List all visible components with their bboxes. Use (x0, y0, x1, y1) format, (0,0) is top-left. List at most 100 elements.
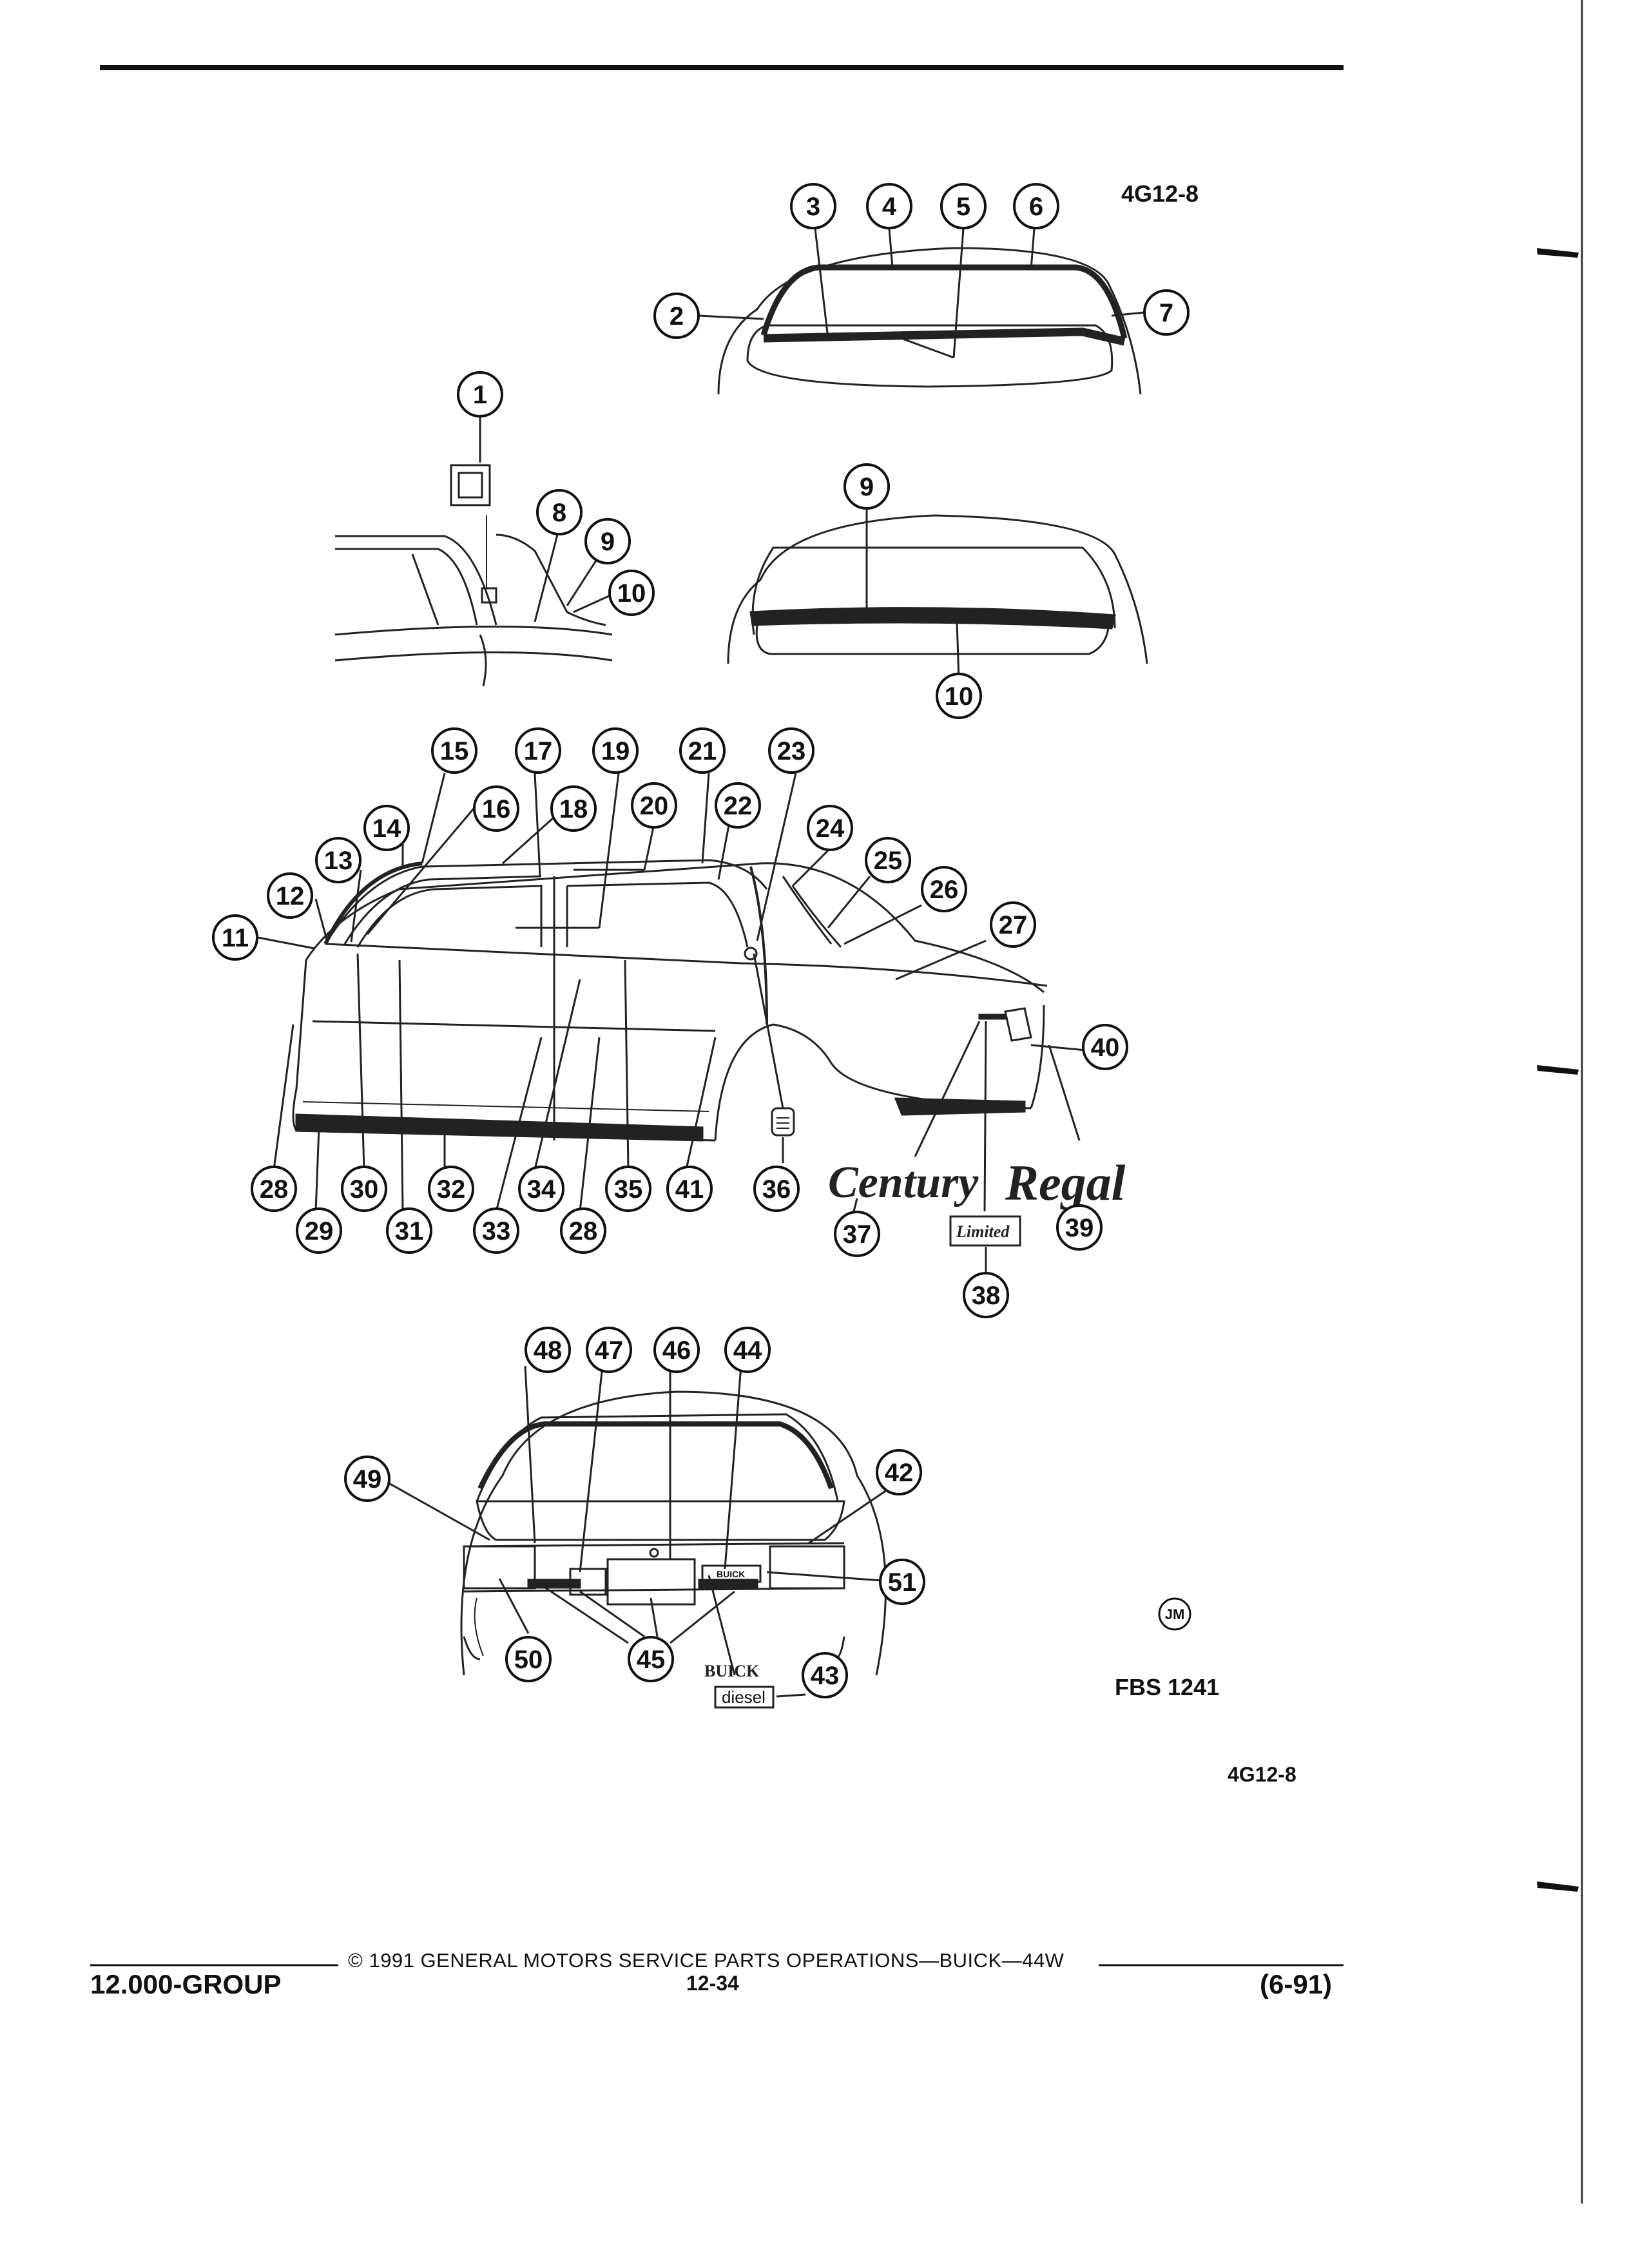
callout-47 (586, 1327, 632, 1373)
callout-23 (768, 727, 815, 774)
callout-number: 28 (260, 1175, 289, 1204)
callout-13 (315, 837, 361, 883)
callout-number: 43 (811, 1662, 840, 1690)
callout-11 (212, 914, 258, 961)
callout-38 (963, 1272, 1009, 1318)
callout-number: 35 (614, 1175, 643, 1204)
callout-51 (879, 1559, 925, 1605)
callout-number: 23 (777, 737, 806, 765)
callout-number: 29 (305, 1217, 334, 1245)
callout-22 (715, 782, 761, 829)
callout-number: 31 (395, 1217, 424, 1245)
callout-number: 10 (617, 579, 646, 608)
callout-number: 50 (514, 1646, 543, 1674)
callout-12 (267, 872, 313, 919)
callout-37 (834, 1211, 880, 1257)
footer-date: (6-91) (1260, 1969, 1333, 1999)
callout-number: 6 (1029, 193, 1043, 221)
callout-number: 19 (601, 737, 630, 765)
callout-43 (802, 1652, 848, 1698)
limited-emblem-plate (949, 1215, 1021, 1247)
callout-markers (212, 183, 1190, 1698)
callout-28 (251, 1166, 297, 1212)
binding-mark (1537, 248, 1579, 258)
century-emblem: Century (828, 1158, 979, 1207)
callout-number: 10 (945, 682, 974, 711)
callout-number: 9 (601, 528, 615, 556)
callout-number: 47 (595, 1336, 624, 1365)
callout-number: 14 (372, 814, 401, 843)
callout-39 (1056, 1204, 1103, 1251)
callout-number: 12 (276, 882, 305, 910)
callout-number: 40 (1091, 1033, 1120, 1062)
callout-3 (790, 183, 836, 229)
callout-7 (1143, 289, 1190, 336)
top-rule (100, 65, 1344, 70)
callout-number: 49 (353, 1465, 382, 1494)
callout-41 (666, 1166, 713, 1212)
callout-number: 39 (1065, 1214, 1094, 1242)
callout-9 (584, 518, 631, 564)
callout-number: 44 (733, 1336, 762, 1365)
callout-number: 42 (885, 1459, 914, 1487)
diesel-emblem: diesel (722, 1687, 766, 1707)
callout-number: 36 (762, 1175, 791, 1204)
callout-8 (536, 489, 583, 535)
callout-number: 7 (1159, 299, 1173, 327)
callout-number: 18 (559, 795, 588, 823)
callout-29 (296, 1207, 342, 1254)
callout-number: 16 (482, 795, 511, 823)
diagram-code-bottom: 4G12-8 (1228, 1763, 1296, 1786)
callout-numbers: 1 2 3 4 5 6 7 8 9 10 9 10 11 12 13 14 15… (222, 193, 1173, 1690)
callout-number: 51 (888, 1568, 917, 1597)
callout-number: 45 (637, 1646, 666, 1674)
callout-31 (386, 1207, 432, 1254)
callout-30 (341, 1166, 387, 1212)
callout-number: 30 (350, 1175, 379, 1204)
callout-number: 24 (816, 814, 845, 843)
callout-number: 8 (552, 499, 566, 527)
callout-number: 25 (874, 847, 903, 875)
callout-number: 4 (882, 193, 897, 221)
callout-9 (843, 463, 890, 510)
callout-19 (592, 727, 639, 774)
callout-number: 11 (222, 924, 249, 952)
callout-number: 34 (527, 1175, 556, 1204)
callout-26 (921, 866, 967, 912)
regal-emblem: Regal (1005, 1155, 1126, 1211)
callout-18 (550, 785, 597, 832)
callout-45 (628, 1636, 674, 1682)
quarter-detail-view (334, 464, 613, 687)
callout-27 (990, 901, 1036, 948)
footer-group: 12.000-GROUP (90, 1969, 282, 1999)
tri-shield-emblem (771, 1107, 795, 1137)
callout-number: 46 (662, 1336, 691, 1365)
rear-window-view-top (717, 247, 1142, 395)
callout-number: 5 (956, 193, 970, 221)
binding-mark (1537, 1881, 1579, 1892)
callout-number: 2 (670, 302, 684, 331)
callout-number: 9 (860, 473, 874, 501)
diagram-code-top: 4G12-8 (1121, 180, 1199, 207)
callout-number: 37 (843, 1220, 872, 1249)
binding-mark (1537, 1065, 1579, 1075)
callout-number: 21 (688, 737, 717, 765)
rear-plate-buick: BUICK (717, 1569, 745, 1579)
leader-lines (257, 228, 1144, 1698)
callout-17 (515, 727, 561, 774)
callout-32 (428, 1166, 474, 1212)
rear-view (460, 1390, 887, 1676)
callout-48 (525, 1327, 571, 1373)
limited-emblem: Limited (956, 1222, 1010, 1241)
callout-number: 38 (972, 1282, 1001, 1310)
callout-35 (605, 1166, 651, 1212)
callout-6 (1013, 183, 1059, 229)
callout-number: 41 (675, 1175, 704, 1204)
callout-33 (473, 1207, 519, 1254)
callout-24 (807, 805, 853, 851)
callout-number: 22 (724, 792, 753, 820)
figure-code: FBS 1241 (1115, 1674, 1220, 1700)
artist-mark-circle (1158, 1597, 1191, 1631)
